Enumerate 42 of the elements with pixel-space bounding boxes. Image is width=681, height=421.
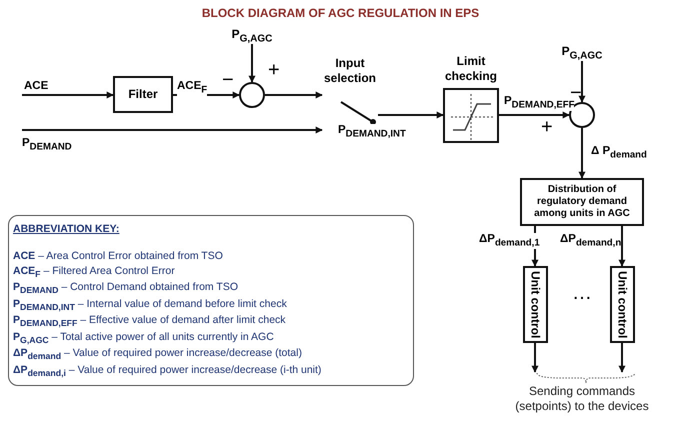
edge-label: ΔP$_{demand,1}$: [479, 233, 540, 249]
block-label: Limit checking: [444, 54, 498, 84]
edge-label: P$_{DEMAND,INT}$: [338, 124, 406, 140]
arrow: [378, 112, 444, 118]
legend-panel: [8, 215, 414, 386]
note-text: Sending commands (setpoints) to the devices: [514, 384, 650, 414]
key-entry: ΔP$_{demand,i}$ – Value of required power increase/decrease (i-th unit): [13, 362, 322, 380]
filter-block: Filter: [113, 76, 173, 113]
key-entry: P$_{DEMAND,EFF}$ – Effective value of demand after limit check: [13, 313, 287, 330]
arrow: [499, 112, 570, 118]
arrow: [22, 126, 323, 134]
plus-sign: +: [268, 60, 280, 80]
arrow: [618, 226, 626, 267]
arrow: [618, 343, 626, 373]
edge-label: ΔP$_{demand,n}$: [560, 233, 622, 249]
ellipsis: …: [572, 283, 592, 303]
switch-label: Input selection: [322, 56, 378, 86]
unit-control-box: Unit control: [610, 266, 635, 343]
key-entry: P$_{DEMAND,INT}$ – Internal value of demand before limit check: [13, 296, 288, 314]
arrow: [578, 128, 586, 179]
arrow: [248, 44, 256, 83]
signal-label: P$_{G,AGC}$: [230, 27, 274, 44]
minus-sign: −: [222, 70, 234, 90]
key-entry: ACE – Area Control Error obtained from TSO: [13, 248, 224, 264]
edge-label: Δ P$_{demand}$: [591, 145, 647, 161]
key-heading: ABBREVIATION KEY:: [13, 222, 120, 237]
edge-label: P$_{DEMAND,EFF}$: [504, 95, 574, 111]
process-box: Distribution of regulatory demand among units in AGC: [520, 178, 644, 226]
arrow: [532, 343, 538, 373]
signal-label: P$_{G,AGC}$: [560, 44, 604, 61]
arrow: [578, 61, 586, 103]
plus-sign: +: [541, 117, 553, 137]
arrow: [22, 92, 114, 98]
edge-label: ACE$_{F}$: [177, 80, 208, 96]
key-entry: ACE$_{F}$ – Filtered Area Control Error: [13, 264, 176, 280]
arrow: [265, 92, 323, 98]
key-entry: P$_{G,AGC}$ – Total active power of all units currently in AGC: [13, 330, 275, 346]
summing-junction: [239, 82, 265, 108]
diagram-title: BLOCK DIAGRAM OF AGC REGULATION IN EPS: [200, 6, 480, 20]
key-entry: ΔP$_{demand}$ – Value of required power increase/decrease (total): [13, 346, 303, 363]
key-entry: P$_{DEMAND}$ – Control Demand obtained from TSO: [13, 280, 239, 297]
unit-control-box: Unit control: [523, 266, 548, 343]
